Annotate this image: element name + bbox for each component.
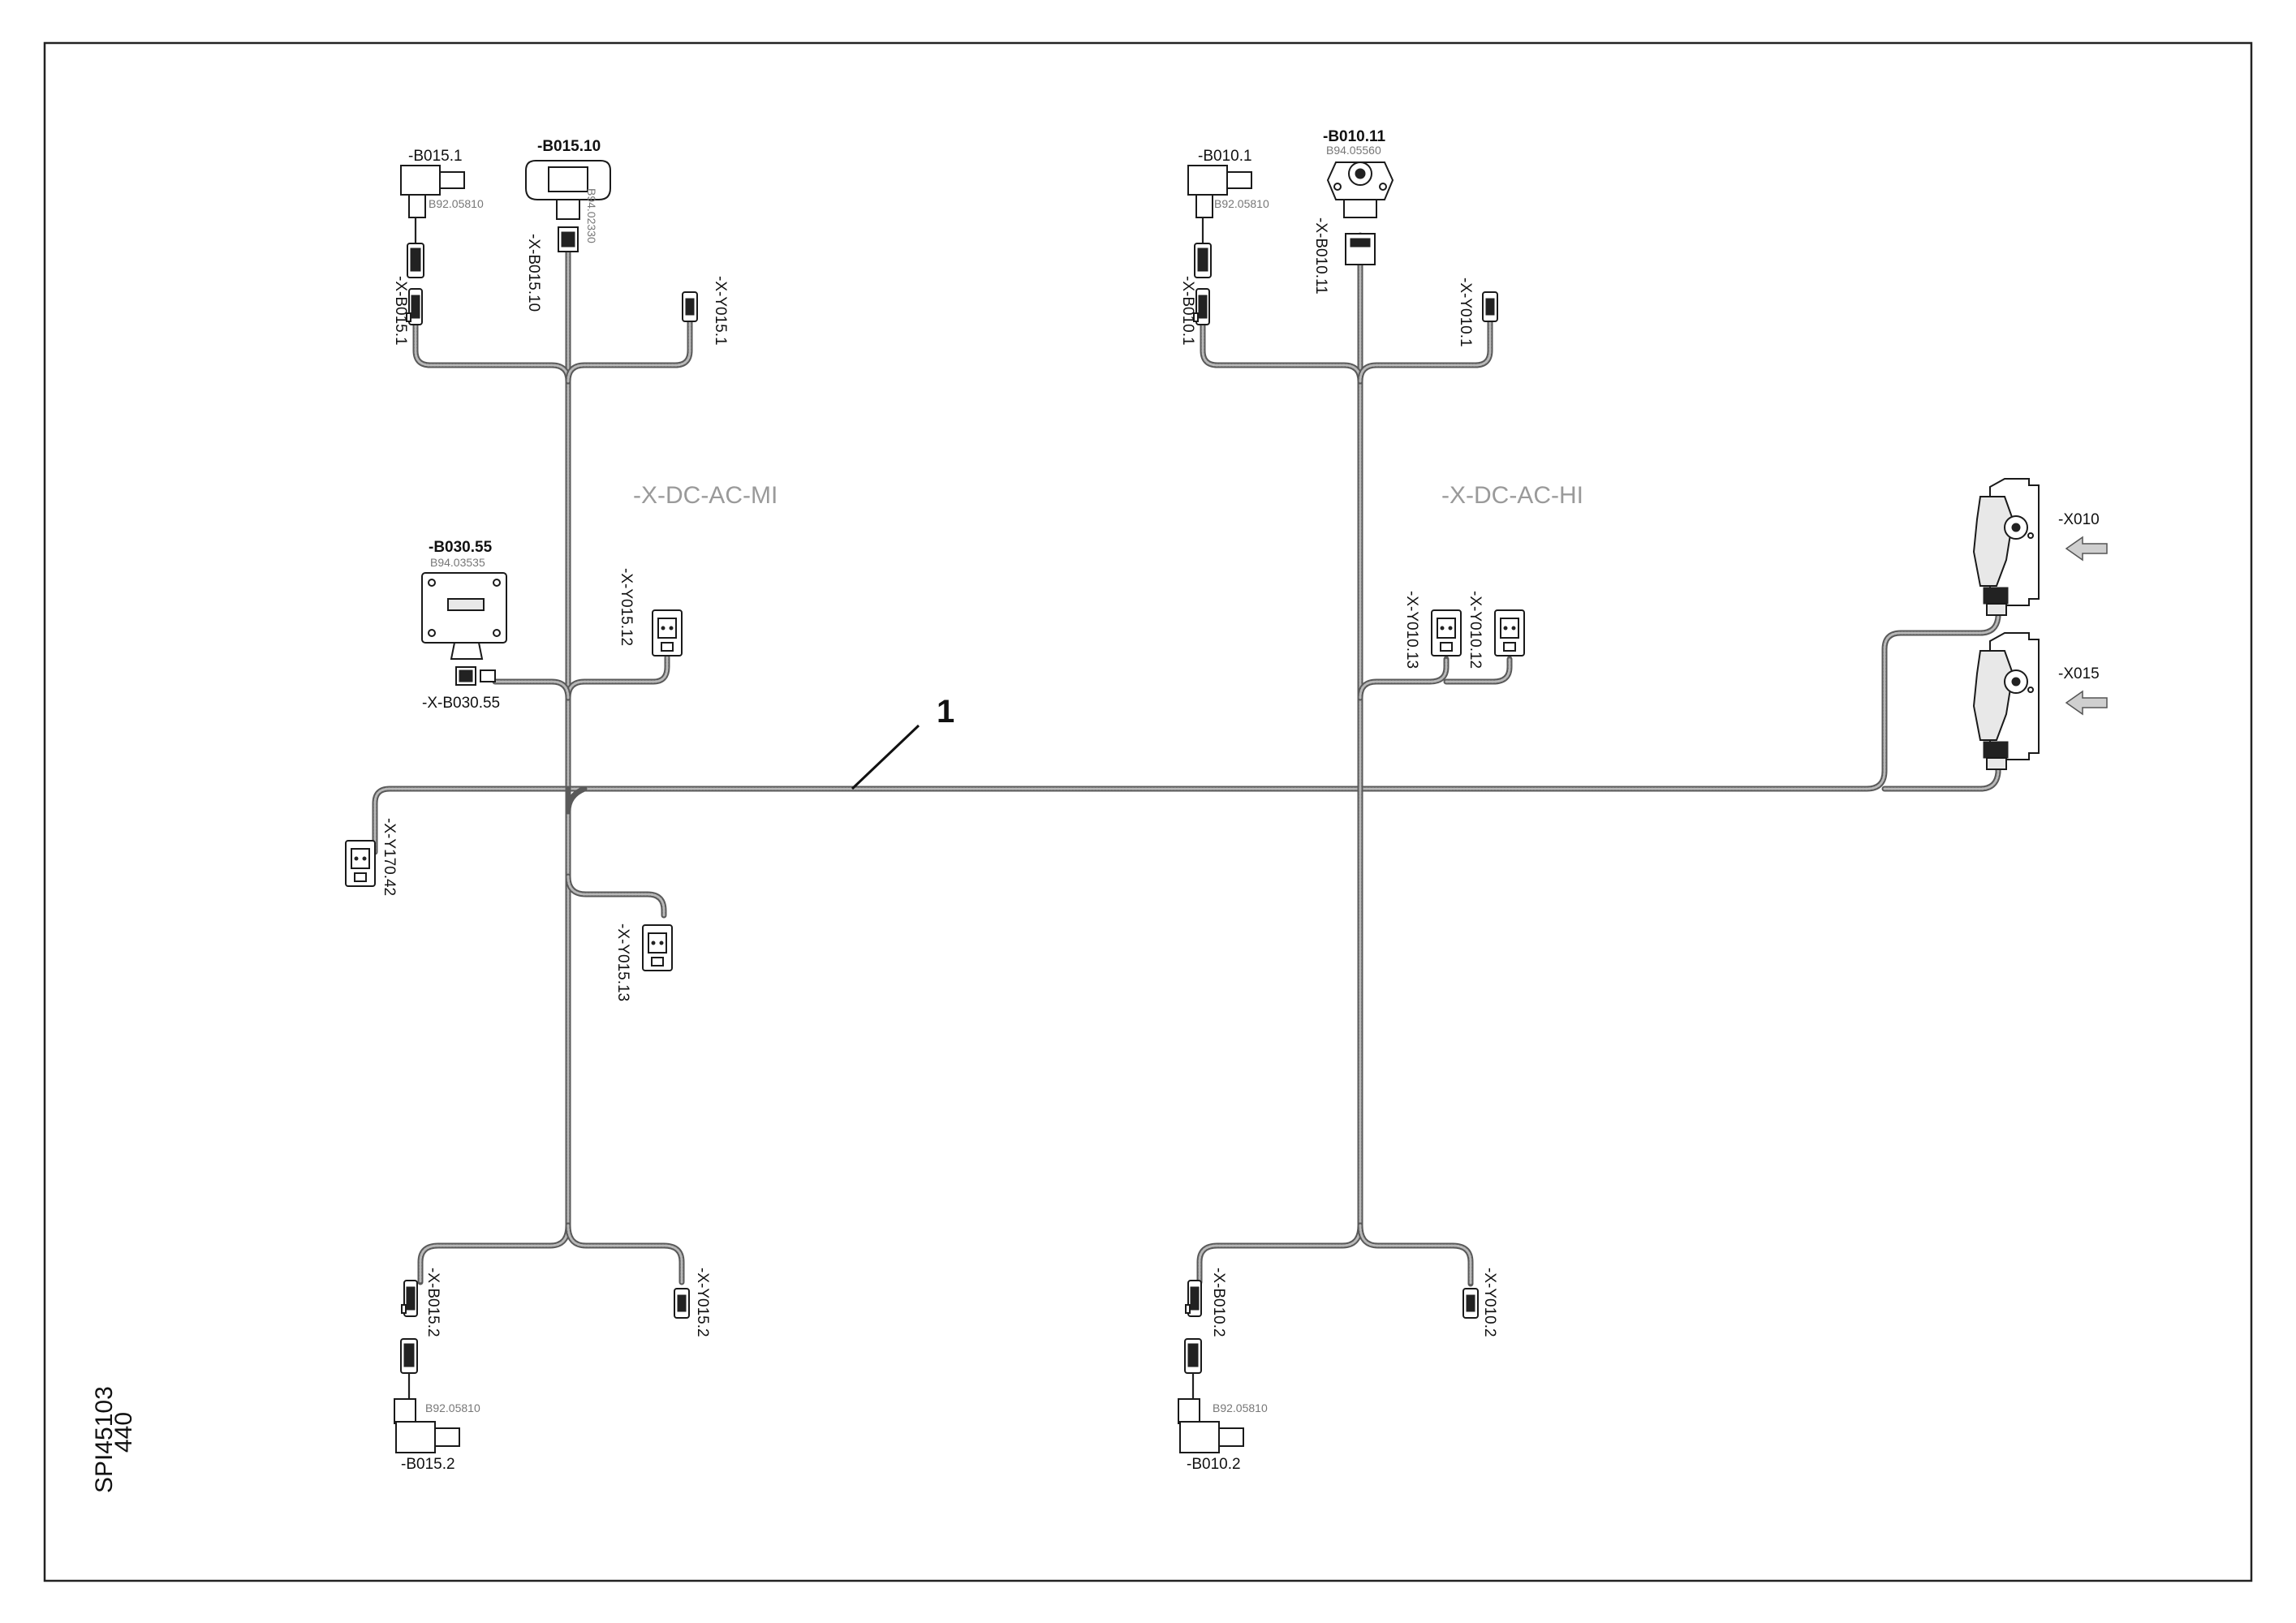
sensor-b010-1: -B010.1 B92.05810 (1187, 148, 1269, 278)
sensor-ref: -B010.1 (1198, 148, 1252, 165)
connector-x-y015-12: -X-Y015.12 (618, 568, 683, 657)
connector-label: -X-Y010.12 (1467, 591, 1484, 669)
group-label-mi: -X-DC-AC-MI (633, 482, 778, 509)
connector-x-b015-2: -X-B015.2 (401, 1268, 442, 1337)
harness-branch-hi (1196, 232, 1513, 1287)
part-number: B92.05810 (429, 197, 484, 210)
item-number: 1 (937, 694, 954, 730)
connector-x-b015-10: -X-B015.10 (525, 234, 542, 312)
part-number: B92.05810 (425, 1401, 480, 1414)
connector-label: -X-Y010.1 (1457, 278, 1474, 347)
harness-branch-mi (412, 232, 693, 1285)
part-number: B94.05560 (1326, 144, 1381, 157)
connector-x-y170-42: -X-Y170.42 (345, 818, 398, 896)
part-number: B92.05810 (1213, 1401, 1268, 1414)
sensor-b030-55: -B030.55 B94.03535 (421, 539, 507, 686)
connector-label: -X-Y015.1 (712, 276, 729, 346)
connector-x-b010-2: -X-B010.2 (1185, 1268, 1227, 1337)
item-callout: 1 (851, 694, 954, 790)
sensor-ref: -B015.10 (537, 138, 601, 155)
connector-label: -X015 (2058, 665, 2100, 682)
part-number: B94.03535 (430, 556, 485, 569)
main-connector-x010: -X010 (1972, 478, 2108, 616)
connector-x-b030-55: -X-B030.55 (422, 695, 500, 712)
connector-label: -X-B015.1 (392, 276, 409, 346)
connector-label: -X-Y015.13 (614, 923, 631, 1001)
drawing-frame (43, 41, 2253, 1582)
connector-x-y010-1: -X-Y010.1 (1457, 278, 1498, 347)
sensor-ref: -B015.1 (408, 148, 463, 165)
connector-label: -X-Y170.42 (381, 818, 398, 896)
connector-x-b010-11: -X-B010.11 (1312, 217, 1329, 295)
sensor-ref: -B030.55 (429, 539, 493, 556)
connector-x-y010-2: -X-Y010.2 (1462, 1268, 1498, 1337)
sensor-ref: -B015.2 (401, 1456, 455, 1473)
sensor-b015-10: -B015.10 B94.02330 (525, 138, 611, 252)
page-id: 440 SPI45103 (91, 1386, 137, 1493)
connector-x-y010-12: -X-Y010.12 (1467, 591, 1525, 669)
connector-x-b015-1: -X-B015.1 (392, 276, 423, 346)
connector-label: -X-B010.1 (1179, 276, 1196, 346)
sensor-ref: -B010.2 (1187, 1456, 1241, 1473)
connector-label: -X-B015.10 (525, 234, 542, 312)
sensor-b010-11: -B010.11 B94.05560 (1323, 128, 1394, 265)
sensor-ref: -B010.11 (1323, 128, 1386, 145)
page-number: 440 (110, 1412, 137, 1453)
sensor-b010-2: B92.05810 -B010.2 (1178, 1338, 1268, 1473)
connector-label: -X-Y015.12 (618, 568, 635, 646)
page-code: SPI45103 (91, 1386, 118, 1493)
sensor-b015-1: -B015.1 B92.05810 (400, 148, 484, 278)
connector-x-b010-1: -X-B010.1 (1179, 276, 1210, 346)
connector-x-y015-1: -X-Y015.1 (682, 276, 729, 346)
connector-label: -X-B010.2 (1210, 1268, 1227, 1337)
connector-label: -X-Y015.2 (694, 1268, 711, 1337)
connector-label: -X-B010.11 (1312, 217, 1329, 295)
connector-label: -X-B015.2 (424, 1268, 442, 1337)
connector-label: -X-Y010.2 (1481, 1268, 1498, 1337)
connector-x-y015-13: -X-Y015.13 (614, 923, 673, 1001)
part-number: B94.02330 (585, 188, 598, 243)
main-connector-x015: -X015 (1972, 632, 2108, 770)
connector-x-y010-13: -X-Y010.13 (1403, 591, 1462, 669)
connector-label: -X-Y010.13 (1403, 591, 1420, 669)
sensor-b015-2: B92.05810 -B015.2 (394, 1338, 480, 1473)
part-number: B92.05810 (1214, 197, 1269, 210)
harness-trunk (372, 610, 2001, 855)
connector-label: -X010 (2058, 511, 2100, 528)
group-label-hi: -X-DC-AC-HI (1441, 482, 1583, 509)
connector-label: -X-B030.55 (422, 695, 500, 712)
connector-x-y015-2: -X-Y015.2 (674, 1268, 711, 1337)
